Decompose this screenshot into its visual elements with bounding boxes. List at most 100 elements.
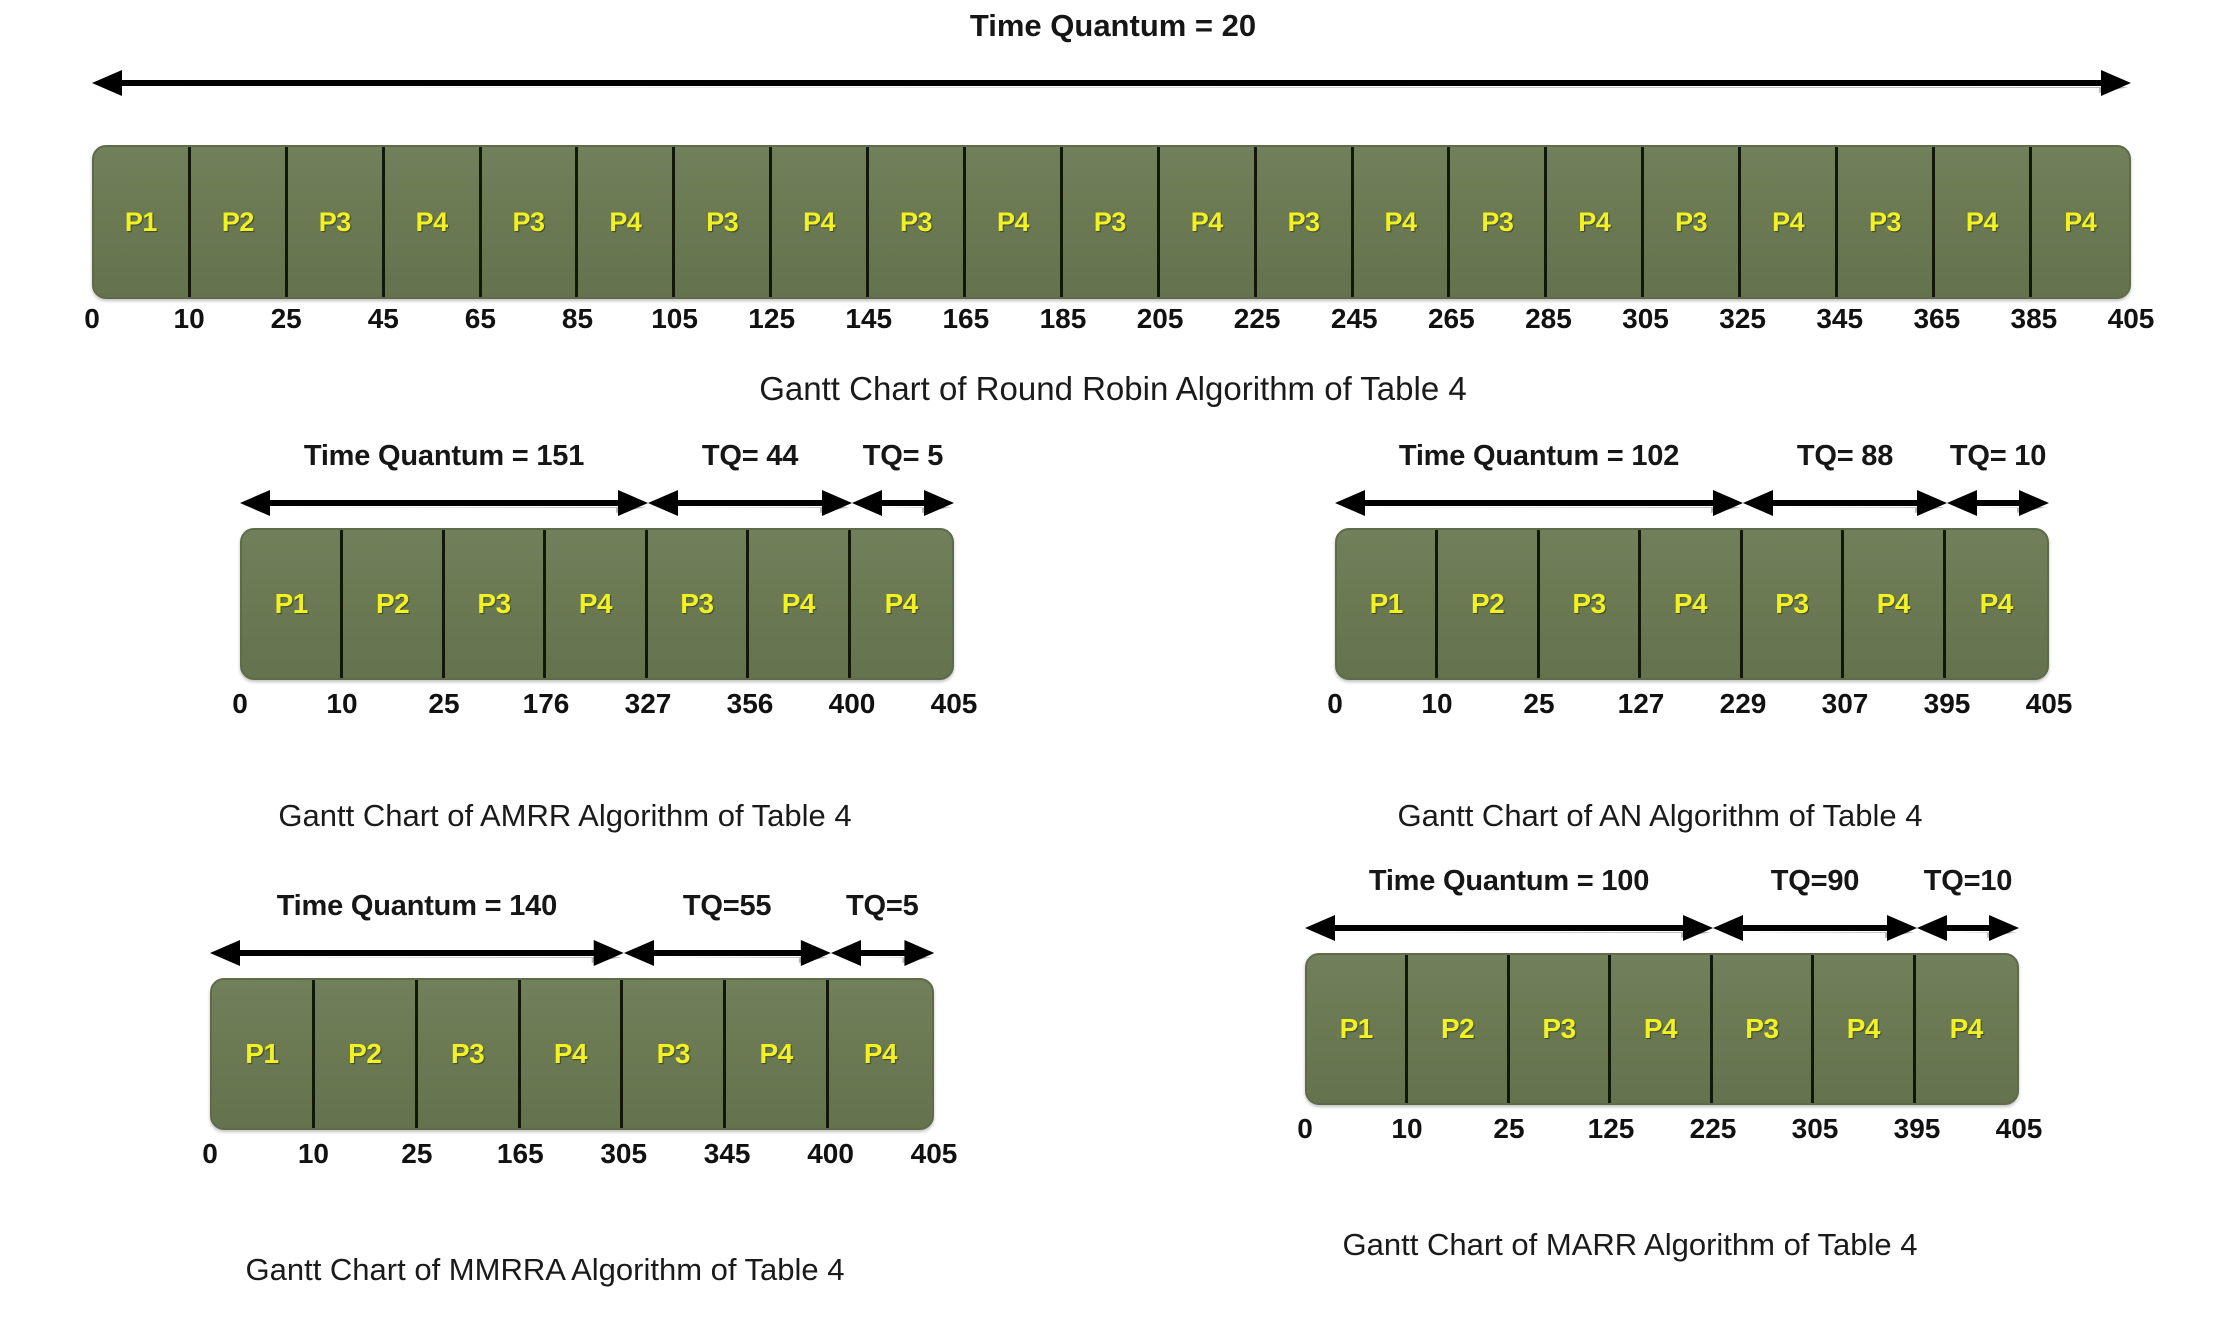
gantt-segment-p2-1: P2: [1408, 955, 1510, 1103]
gantt-segment-p1-0: P1: [1337, 530, 1439, 678]
tick-label: 25: [401, 1138, 433, 1169]
gantt-segment-p4-6: P4: [1916, 955, 2017, 1103]
tick-label: 45: [367, 303, 399, 334]
gantt-segment-p4-6: P4: [829, 980, 932, 1128]
tick-label: 395: [1923, 688, 1971, 719]
gantt-segment-p4-9: P4: [966, 147, 1063, 297]
tick-label: 25: [270, 303, 302, 334]
tick-label: 0: [202, 1138, 218, 1169]
gantt-segment-p1-0: P1: [1307, 955, 1409, 1103]
gantt-segment-label: P2: [348, 1038, 382, 1069]
tick-label: 327: [624, 688, 672, 719]
tick-label: 405: [2107, 303, 2155, 334]
gantt-segment-label: P4: [1965, 206, 1999, 237]
gantt-segment-p4-3: P4: [521, 980, 624, 1128]
double-arrow-icon-2: [1947, 488, 2049, 522]
gantt-segment-p4-3: P4: [1611, 955, 1713, 1103]
gantt-segment-p4-3: P4: [546, 530, 648, 678]
gantt-segment-label: P4: [415, 206, 449, 237]
gantt-segment-label: P1: [1369, 588, 1404, 619]
double-arrow-icon-0: [210, 938, 624, 972]
double-arrow-icon-2: [1917, 913, 2019, 947]
tick-label: 127: [1617, 688, 1665, 719]
gantt-segment-p3-4: P3: [648, 530, 750, 678]
gantt-segment-label: P3: [1481, 206, 1514, 237]
tick-label: 305: [1622, 303, 1669, 334]
gantt-segment-p4-17: P4: [1741, 147, 1839, 297]
tick-label: 405: [910, 1138, 958, 1169]
gantt-segment-p3-2: P3: [288, 147, 385, 297]
arrow-row-mmrra: [130, 932, 960, 978]
time-quantum-label-2: TQ= 5: [862, 440, 944, 472]
time-quantum-label-1: TQ= 88: [1796, 440, 1894, 472]
gantt-segment-label: P3: [680, 588, 714, 619]
gantt-segment-label: P3: [1287, 206, 1321, 237]
gantt-segment-p4-20: P4: [2032, 147, 2129, 297]
tick-label: 305: [600, 1138, 648, 1169]
gantt-segment-p4-3: P4: [385, 147, 482, 297]
tick-label: 307: [1821, 688, 1869, 719]
gantt-segment-label: P4: [553, 1038, 588, 1069]
gantt-segment-p2-1: P2: [1438, 530, 1540, 678]
time-quantum-label-0: Time Quantum = 140: [276, 890, 558, 922]
gantt-segment-label: P4: [1949, 1013, 1984, 1044]
tick-label: 405: [930, 688, 978, 719]
tick-label: 125: [748, 303, 796, 334]
tick-label: 165: [942, 303, 990, 334]
time-quantum-label-2: TQ= 10: [1949, 440, 2047, 472]
chart-caption-round-robin: Gantt Chart of Round Robin Algorithm of …: [759, 370, 1467, 407]
gantt-segment-p2-1: P2: [315, 980, 418, 1128]
gantt-segment-p1-0: P1: [242, 530, 344, 678]
tick-label: 185: [1039, 303, 1087, 334]
gantt-segment-label: P4: [1772, 206, 1805, 237]
time-quantum-label-2: TQ=10: [1923, 865, 2013, 897]
tick-label: 10: [326, 688, 358, 719]
gantt-segment-label: P3: [1675, 206, 1708, 237]
gantt-segment-label: P4: [1979, 588, 2014, 619]
gantt-segment-label: P3: [900, 206, 933, 237]
gantt-segment-label: P4: [1190, 206, 1224, 237]
double-arrow-icon-2: [830, 938, 934, 972]
gantt-segment-p2-1: P2: [191, 147, 288, 297]
gantt-segment-p3-12: P3: [1257, 147, 1354, 297]
gantt-segment-p3-2: P3: [1510, 955, 1612, 1103]
gantt-segment-p3-4: P3: [1713, 955, 1815, 1103]
gantt-segment-label: P4: [803, 206, 836, 237]
tick-label: 356: [726, 688, 774, 719]
gantt-segment-label: P2: [221, 206, 255, 237]
tick-label: 10: [1421, 688, 1453, 719]
gantt-segment-p4-13: P4: [1354, 147, 1451, 297]
double-arrow-icon-1: [648, 488, 852, 522]
arrow-row-marr: [1215, 907, 2045, 953]
gantt-segment-p4-3: P4: [1641, 530, 1743, 678]
gantt-segment-p3-4: P3: [482, 147, 579, 297]
tick-label: 10: [1391, 1113, 1423, 1144]
tick-label: 25: [1493, 1113, 1525, 1144]
tick-label: 245: [1330, 303, 1378, 334]
tick-label: 400: [828, 688, 876, 719]
gantt-segment-label: P4: [1384, 206, 1418, 237]
gantt-segment-label: P4: [884, 588, 919, 619]
tick-label: 225: [1689, 1113, 1737, 1144]
gantt-segment-p3-8: P3: [869, 147, 967, 297]
chart-caption-amrr: Gantt Chart of AMRR Algorithm of Table 4: [278, 798, 852, 833]
gantt-segment-p3-2: P3: [1540, 530, 1642, 678]
tick-label: 365: [1913, 303, 1961, 334]
double-arrow-icon-1: [1743, 488, 1947, 522]
tick-label: 395: [1893, 1113, 1941, 1144]
tick-label: 25: [428, 688, 460, 719]
tick-label: 85: [561, 303, 594, 334]
gantt-segment-label: P3: [1542, 1013, 1576, 1044]
tick-label: 325: [1719, 303, 1766, 334]
double-arrow-icon-0: [92, 68, 2131, 102]
tick-label: 405: [1995, 1113, 2043, 1144]
gantt-segment-p4-5: P4: [578, 147, 676, 297]
tick-label: 345: [1816, 303, 1864, 334]
gantt-segment-label: P4: [996, 206, 1030, 237]
